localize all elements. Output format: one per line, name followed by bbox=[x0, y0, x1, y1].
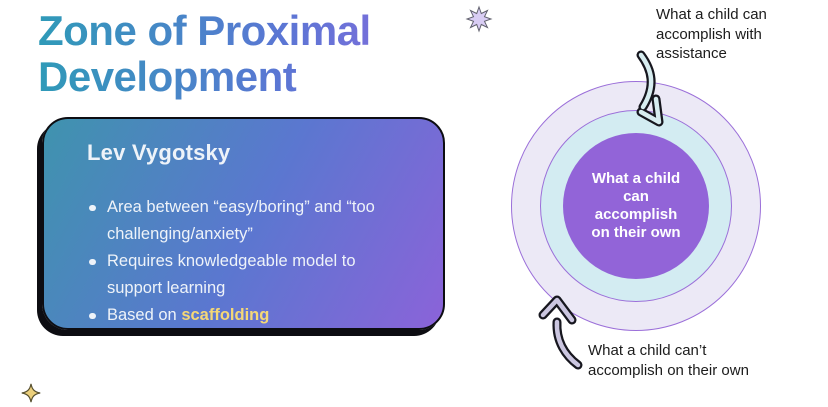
sparkle-icon bbox=[21, 383, 41, 403]
curved-arrow-down-icon bbox=[636, 50, 664, 127]
bullet-highlight: scaffolding bbox=[181, 306, 270, 324]
vygotsky-card: Lev Vygotsky Area between “easy/boring” … bbox=[42, 117, 445, 330]
bullet-item: Requires knowledgeable model to support … bbox=[87, 248, 409, 302]
burst-star-icon bbox=[465, 5, 493, 33]
card-bullet-list: Area between “easy/boring” and “too chal… bbox=[87, 194, 409, 329]
curved-arrow-up-icon bbox=[538, 295, 583, 370]
annotation-cant-accomplish: What a child can’t accomplish on their o… bbox=[588, 342, 749, 379]
bullet-item: Based on scaffolding bbox=[87, 302, 409, 329]
annotation-assistance: What a child can accomplish with assista… bbox=[656, 6, 767, 62]
bullet-text: Based on bbox=[107, 306, 182, 324]
bullet-text: Requires knowledgeable model to support … bbox=[107, 252, 356, 297]
inner-circle: What a child can accomplish on their own bbox=[563, 133, 709, 279]
slide-title: Zone of Proximal Development bbox=[38, 7, 483, 100]
bullet-text: Area between “easy/boring” and “too chal… bbox=[107, 198, 375, 243]
inner-circle-label: What a child can accomplish on their own bbox=[591, 170, 681, 241]
card-heading: Lev Vygotsky bbox=[87, 140, 231, 165]
bullet-item: Area between “easy/boring” and “too chal… bbox=[87, 194, 409, 248]
